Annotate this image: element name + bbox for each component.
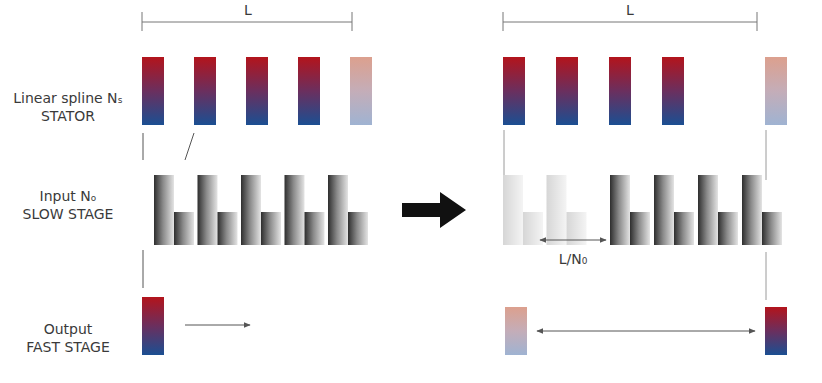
tall-bar: [610, 175, 630, 245]
tall-bar: [742, 175, 762, 245]
stator-tooth-faded: [350, 57, 372, 125]
short-bar: [762, 212, 782, 245]
short-bar: [674, 212, 694, 245]
tall-bar: [198, 175, 218, 245]
dimension-label: L/N₀: [559, 251, 588, 268]
stator-tooth: [142, 57, 164, 125]
tall-bar: [654, 175, 674, 245]
output-tooth: [765, 307, 787, 355]
tall-bar: [241, 175, 261, 245]
stage-label: SLOW STAGE: [23, 206, 114, 223]
short-bar: [174, 212, 194, 245]
stage-label: Linear spline Nₛ: [13, 90, 123, 107]
dimension-label: L: [244, 2, 252, 19]
output-tooth: [142, 297, 164, 355]
slow-stage-bars: [503, 175, 782, 245]
short-bar: [305, 212, 325, 245]
stage-label: STATOR: [41, 108, 95, 125]
tall-bar: [328, 175, 348, 245]
stator-teeth: [142, 57, 372, 125]
motion-arrow: [185, 325, 250, 326]
stage-label: FAST STAGE: [26, 339, 110, 356]
slow-stage-bars: [154, 175, 368, 245]
stator-tooth: [246, 57, 268, 125]
stator-tooth: [503, 57, 525, 125]
dimension-label: L: [626, 2, 634, 19]
short-bar: [630, 212, 650, 245]
stator-tooth: [194, 57, 216, 125]
stage-label: Output: [44, 321, 93, 338]
short-bar: [218, 212, 238, 245]
output-tooth-faded: [505, 307, 527, 355]
tall-bar: [698, 175, 718, 245]
stage-label: Input Nₒ: [40, 188, 97, 205]
travel-arrow: [537, 331, 755, 332]
contact-line: [504, 130, 766, 300]
short-bar: [261, 212, 281, 245]
tall-bar-faded: [547, 175, 567, 245]
stator-tooth: [662, 57, 684, 125]
shift-arrow: [540, 240, 606, 241]
stator-tooth: [556, 57, 578, 125]
stator-tooth: [298, 57, 320, 125]
stator-teeth: [503, 57, 787, 125]
contact-line: [143, 133, 194, 288]
stator-tooth-faded: [765, 57, 787, 125]
short-bar: [718, 212, 738, 245]
stator-tooth: [609, 57, 631, 125]
tall-bar-faded: [503, 175, 523, 245]
tall-bar: [285, 175, 305, 245]
transition-arrow: [402, 192, 466, 228]
short-bar: [348, 212, 368, 245]
tall-bar: [154, 175, 174, 245]
